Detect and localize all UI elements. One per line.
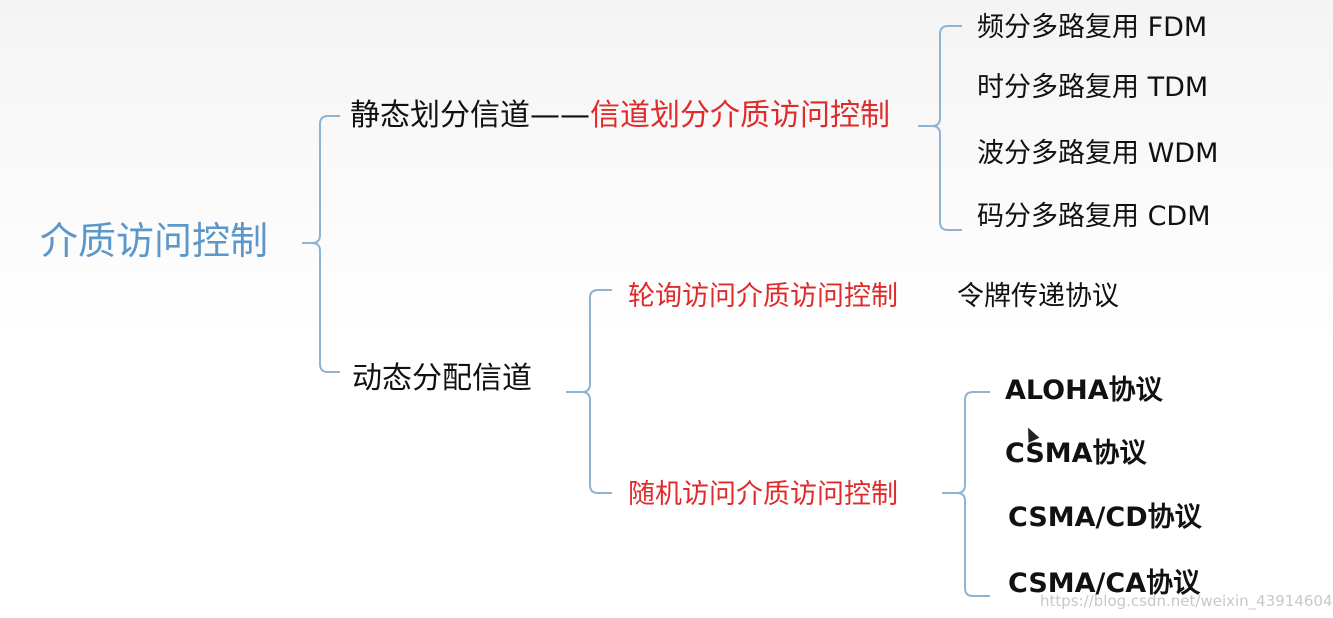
polling-node: 轮询访问介质访问控制 xyxy=(628,281,898,312)
dynamic-node: 动态分配信道 xyxy=(352,361,532,396)
leaf-csma-cd: CSMA/CD协议 xyxy=(1008,502,1202,533)
leaf-aloha: ALOHA协议 xyxy=(1005,375,1163,406)
root-node: 介质访问控制 xyxy=(40,219,269,263)
static-node: 静态划分信道——信道划分介质访问控制 xyxy=(350,101,890,131)
leaf-token-passing: 令牌传递协议 xyxy=(957,281,1119,312)
bracket-random xyxy=(942,391,990,597)
bracket-static-mid xyxy=(931,125,941,135)
bracket-dynamic-mid xyxy=(581,391,591,401)
leaf-tdm: 时分多路复用 TDM xyxy=(977,72,1209,103)
leaf-cdm: 码分多路复用 CDM xyxy=(977,201,1211,232)
random-node: 随机访问介质访问控制 xyxy=(628,479,898,510)
bracket-root-mid xyxy=(311,242,321,252)
bracket-dynamic xyxy=(566,289,612,494)
bracket-random-mid xyxy=(956,492,966,502)
leaf-wdm: 波分多路复用 WDM xyxy=(977,138,1219,169)
leaf-csma: CSMA协议 xyxy=(1005,438,1147,469)
static-node-label-red: 信道划分介质访问控制 xyxy=(590,98,890,133)
static-node-label: 静态划分信道—— xyxy=(350,98,590,133)
watermark: https://blog.csdn.net/weixin_43914604 xyxy=(1040,592,1333,610)
bracket-static xyxy=(918,25,962,231)
leaf-csma-ca: CSMA/CA协议 xyxy=(1008,568,1201,599)
leaf-fdm: 频分多路复用 FDM xyxy=(977,12,1208,43)
bracket-root xyxy=(302,115,340,373)
